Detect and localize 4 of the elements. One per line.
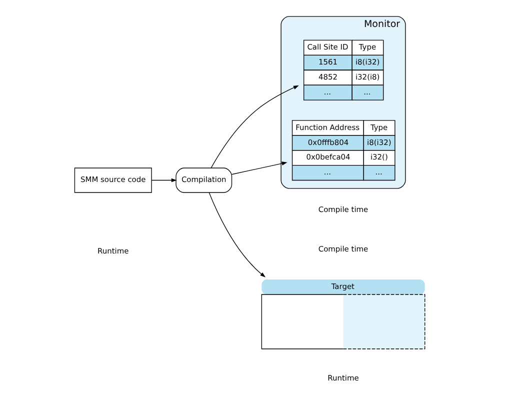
arrow [232, 162, 288, 175]
arrow [210, 85, 299, 168]
arrow [151, 178, 177, 182]
arrow [208, 192, 266, 278]
